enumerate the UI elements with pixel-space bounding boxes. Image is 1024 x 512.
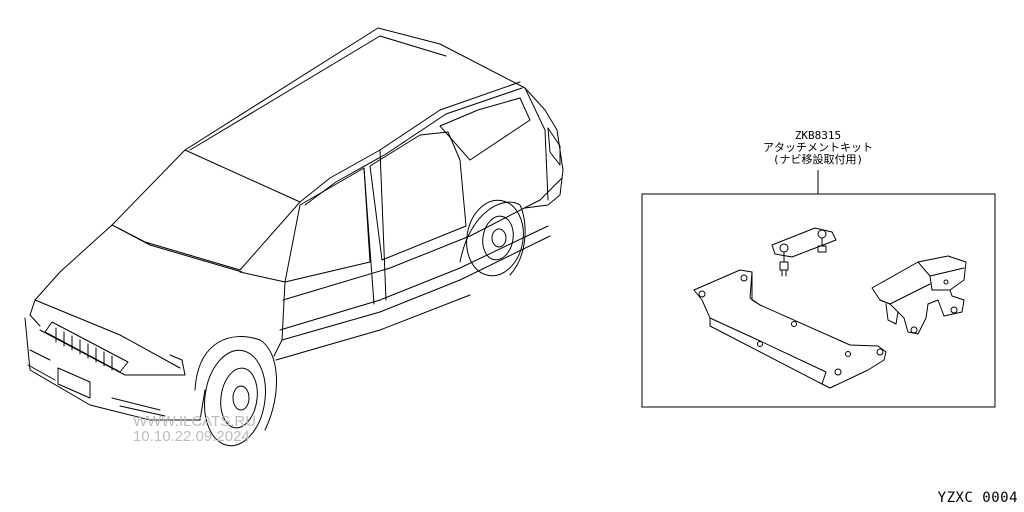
vehicle-illustration — [24, 27, 564, 447]
diagram-code: YZXC 0004 — [937, 490, 1018, 506]
watermark-date: 10.10.22.09.2024 — [133, 428, 250, 445]
part-note: (ナビ移設取付用) — [772, 153, 864, 166]
part-callout: ZKB8315 アタッチメントキット (ナビ移設取付用) — [748, 130, 888, 166]
part-name: アタッチメントキット — [763, 141, 873, 154]
side-bracket — [871, 255, 967, 335]
connector-plate — [771, 227, 837, 277]
watermark-site: WWW.ILCATS.RU — [133, 413, 257, 430]
part-number[interactable]: ZKB8315 — [794, 129, 842, 142]
main-bracket — [693, 269, 887, 389]
